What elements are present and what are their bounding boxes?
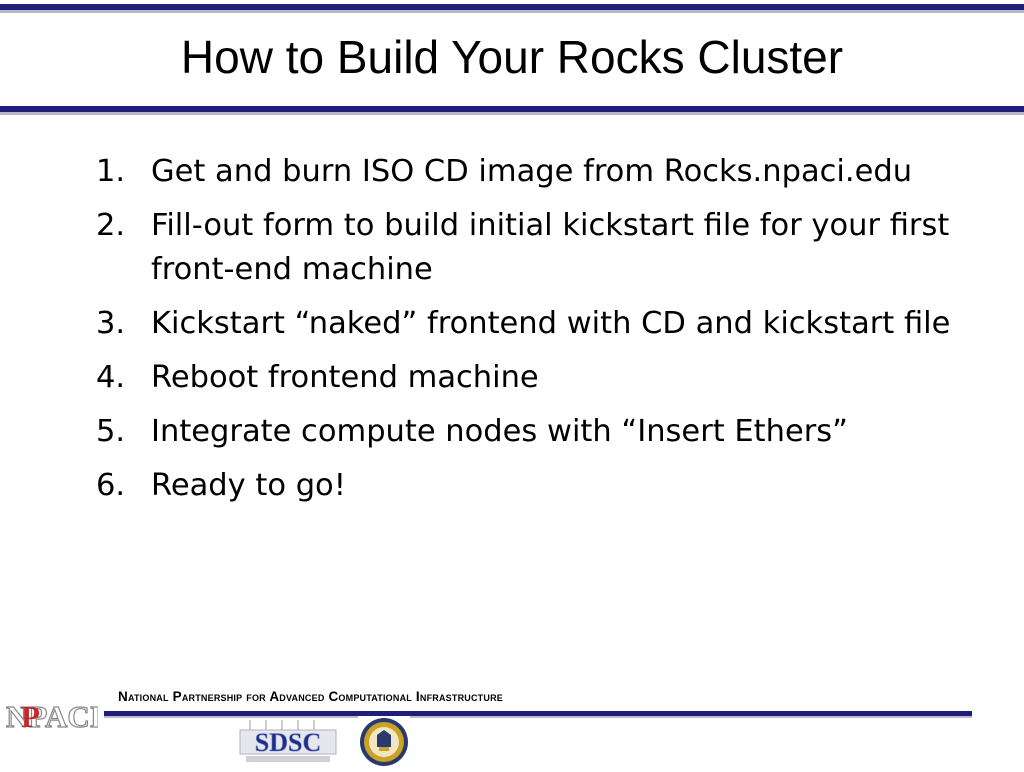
svg-text:SDSC: SDSC [255, 728, 321, 757]
step-number: 5. [96, 414, 126, 449]
step-text: Fill-out form to build initial kickstart… [151, 208, 950, 287]
step-number: 4. [96, 360, 126, 395]
step-text: Get and burn ISO CD image from Rocks.npa… [151, 154, 913, 189]
footer-divider [104, 711, 972, 718]
step-text: Kickstart “naked” frontend with CD and k… [151, 306, 951, 341]
sdsc-logo: SDSC [238, 720, 338, 768]
svg-text:NPACI: NPACI [6, 699, 98, 734]
list-item: 5. Integrate compute nodes with “Insert … [96, 410, 976, 454]
list-item: 2. Fill-out form to build initial kickst… [96, 204, 976, 292]
list-item: 3. Kickstart “naked” frontend with CD an… [96, 302, 976, 346]
step-number: 2. [96, 208, 126, 243]
step-number: 1. [96, 154, 126, 189]
university-seal-icon [358, 716, 410, 772]
steps-list: 1. Get and burn ISO CD image from Rocks.… [96, 150, 976, 518]
footer-label: National Partnership for Advanced Comput… [118, 689, 503, 704]
slide-title: How to Build Your Rocks Cluster [180, 31, 844, 83]
list-item: 1. Get and burn ISO CD image from Rocks.… [96, 150, 976, 194]
step-number: 6. [96, 468, 126, 503]
list-item: 6. Ready to go! [96, 464, 976, 508]
top-divider [0, 4, 1024, 13]
svg-text:P: P [21, 699, 40, 734]
title-divider [0, 106, 1024, 115]
list-item: 4. Reboot frontend machine [96, 356, 976, 400]
step-text: Ready to go! [151, 468, 346, 503]
step-text: Reboot frontend machine [151, 360, 539, 395]
step-number: 3. [96, 306, 126, 341]
step-text: Integrate compute nodes with “Insert Eth… [151, 414, 848, 449]
npaci-logo: NPACI P [4, 698, 102, 738]
